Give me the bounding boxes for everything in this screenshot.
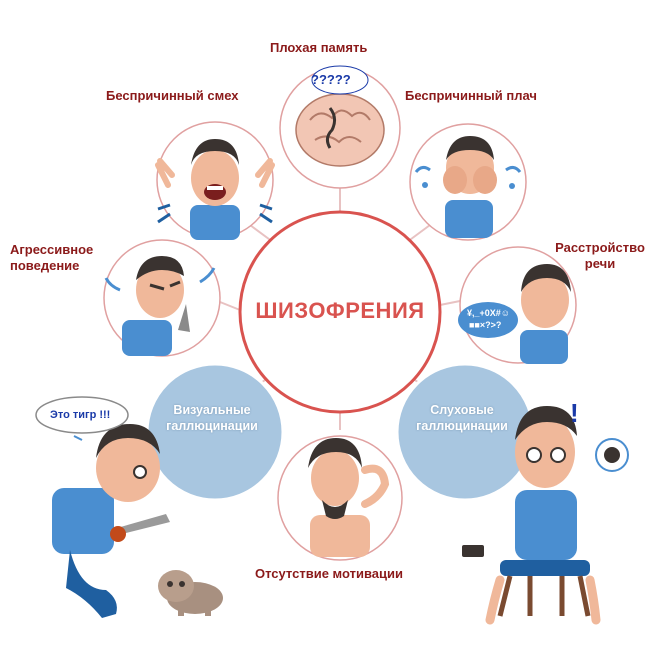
cry-illustration <box>409 123 527 241</box>
motivation-illustration <box>277 435 403 561</box>
memory-illustration <box>279 67 401 189</box>
symptom-label-cry: Беспричинный плач <box>405 88 537 103</box>
auditory-hallucinations-label: Слуховые галлюцинации <box>416 403 508 433</box>
dog-illustration <box>158 570 223 616</box>
question-marks: ????? <box>311 72 351 87</box>
garbled-speech-line-2: ■■×?>? <box>469 320 502 330</box>
visual-hallucinations-label: Визуальные галлюцинации <box>166 403 258 433</box>
speech-disorder-illustration <box>458 246 577 364</box>
laugh-illustration <box>155 121 275 240</box>
visual-hallucination-man <box>52 414 170 618</box>
tiger-speech-bubble <box>35 396 129 434</box>
tiger-speech-text: Это тигр !!! <box>50 409 111 421</box>
garbled-speech-line-1: ¥,_+0X#☺ <box>467 308 510 318</box>
auditory-hallucination-man <box>462 406 629 625</box>
symptom-label-aggression: Агрессивное поведение <box>10 242 94 273</box>
symptom-label-speech: Расстройство речи <box>555 240 645 271</box>
exclamation-mark: ! <box>570 398 579 428</box>
center-title: ШИЗОФРЕНИЯ <box>255 298 425 323</box>
symptom-label-laugh: Беспричинный смех <box>106 88 239 103</box>
symptom-label-motivation: Отсутствие мотивации <box>255 566 403 581</box>
question-bubble <box>311 65 369 95</box>
center-ring <box>238 210 442 414</box>
aggression-illustration <box>103 239 221 357</box>
symptom-label-memory: Плохая память <box>270 40 368 55</box>
